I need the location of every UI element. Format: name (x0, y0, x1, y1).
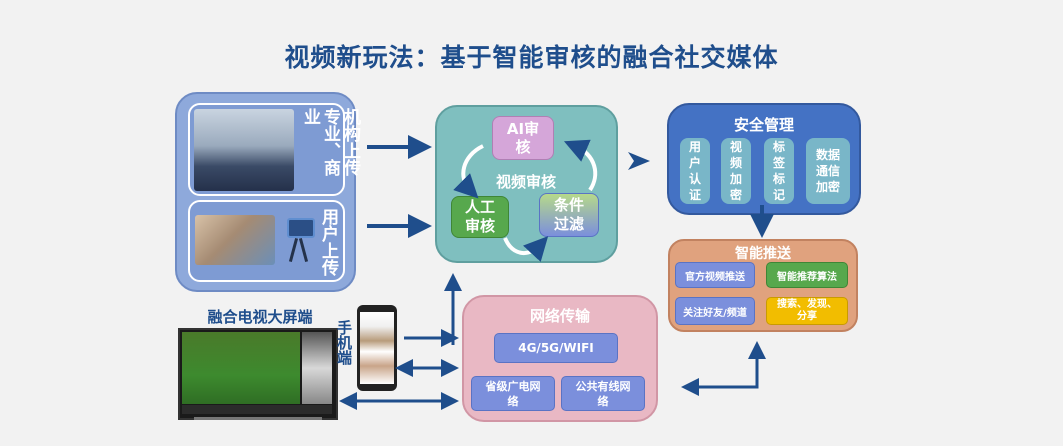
tv-stand (194, 417, 322, 420)
org-upload-photo (194, 109, 294, 191)
review-title: 视频审核 (495, 173, 556, 191)
arrow-review-to-security (628, 152, 650, 170)
manual-review-box: 人工审核 (451, 196, 509, 238)
mobile-phone (357, 305, 397, 391)
network-main-box: 4G/5G/WIFI (494, 333, 618, 363)
user-upload-label: 用户上传 (318, 208, 338, 276)
mobile-title: 手机端 (335, 320, 353, 365)
org-upload-label: 机构上传专业、商业 (300, 108, 360, 176)
security-item-video-encrypt: 视频加密 (721, 138, 751, 204)
security-item-user-auth: 用户认证 (680, 138, 710, 204)
user-upload-photo (195, 215, 275, 265)
ai-review-box: AI审核 (492, 116, 554, 160)
recommend-item-official: 官方视频推送 (675, 262, 755, 288)
tv-screen (178, 328, 338, 420)
phone-tripod-icon (283, 218, 315, 262)
tv-title: 融合电视大屏端 (207, 308, 313, 326)
security-title: 安全管理 (733, 116, 794, 134)
cycle-arrow-bottom (503, 236, 549, 262)
network-item-public: 公共有线网络 (561, 376, 645, 411)
recommend-item-follow: 关注好友/频道 (675, 297, 755, 325)
security-item-tag-mark: 标签标记 (764, 138, 794, 204)
cycle-arrow-right (563, 139, 598, 192)
condition-filter-box: 条件过滤 (539, 193, 599, 237)
recommend-item-search: 搜索、发现、分享 (766, 297, 848, 325)
page-title: 视频新玩法：基于智能审核的融合社交媒体 (284, 43, 779, 72)
cycle-arrow-left (453, 144, 484, 199)
arrow-recommend-network (681, 355, 759, 396)
recommend-item-algorithm: 智能推荐算法 (766, 262, 848, 288)
network-title: 网络传输 (529, 307, 590, 325)
security-item-data-encrypt: 数据通信加密 (806, 138, 850, 204)
network-item-provincial: 省级广电网络 (471, 376, 555, 411)
recommend-title: 智能推送 (735, 246, 791, 262)
